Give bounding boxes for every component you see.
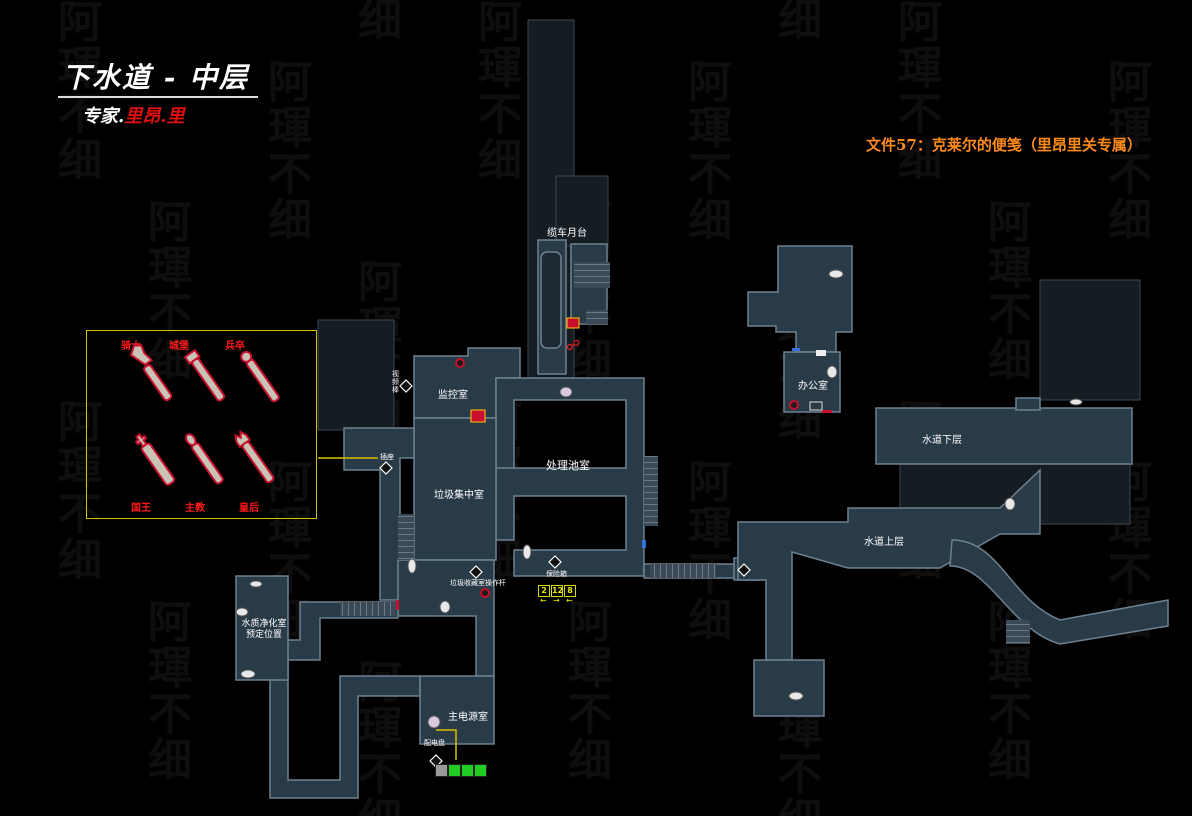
room-label-lower-water: 水道下层 xyxy=(922,435,962,446)
label-lever: 垃圾收藏室操作杆 xyxy=(450,579,506,587)
queen-plug-icon xyxy=(234,430,275,484)
lower-curve-channel xyxy=(949,539,1169,645)
red-ring-marker xyxy=(455,358,465,368)
south-channel-room xyxy=(753,659,825,717)
chess-label-king: 国王 xyxy=(131,503,151,514)
title-underline xyxy=(58,96,258,98)
box-marker xyxy=(809,401,823,411)
room-label-monitor: 监控室 xyxy=(438,390,468,401)
map-subtitle: 专家.里昂.里 xyxy=(82,102,185,128)
arrow-right-icon: → xyxy=(553,596,560,605)
red-arrow-marker: ☍ xyxy=(566,338,580,354)
loop-corridor xyxy=(269,601,421,799)
water-purify-room xyxy=(235,575,289,681)
item-icon[interactable] xyxy=(235,607,249,617)
red-box-marker xyxy=(470,409,486,423)
label-plug: 插座 xyxy=(380,453,394,461)
item-icon[interactable] xyxy=(240,669,256,679)
chess-plug-panel: 骑士 城堡 兵卒 国王 主教 皇后 xyxy=(86,330,317,519)
box-marker xyxy=(816,350,826,356)
red-ring-marker xyxy=(480,588,490,598)
map-title: 下水道 - 中层 xyxy=(62,61,250,94)
item-icon[interactable] xyxy=(439,600,451,614)
item-icon[interactable] xyxy=(828,269,844,279)
safe-code-digit: 8 xyxy=(564,585,576,597)
stairs-layer xyxy=(340,262,1030,644)
item-icon[interactable] xyxy=(249,580,263,588)
panel-switch-on xyxy=(448,764,461,777)
chess-label-pawn: 兵卒 xyxy=(225,341,245,352)
pawn-plug-icon xyxy=(240,350,280,403)
treatment-room xyxy=(495,377,645,577)
room-label-water-purify: 水质净化室 预定位置 xyxy=(241,619,287,640)
panel-leader-line xyxy=(436,729,457,760)
door-markers xyxy=(396,348,832,610)
rook-plug-icon xyxy=(183,348,226,402)
room-label-main-power: 主电源室 xyxy=(448,712,488,723)
upper-waterway xyxy=(737,468,1041,661)
document-note: 文件57：克莱尔的便笺（里昂里关专属） xyxy=(866,136,1142,154)
bishop-plug-icon xyxy=(185,433,224,485)
room-label-treatment: 处理池室 xyxy=(546,459,590,472)
room-label-garbage: 垃圾集中室 xyxy=(434,490,484,501)
safe-code-digit: 12 xyxy=(551,585,564,597)
room-label-cable-car: 缆车月台 xyxy=(547,228,587,239)
chess-label-bishop: 主教 xyxy=(185,503,205,514)
room-label-office: 办公室 xyxy=(798,381,828,392)
difficulty-label: 专家. xyxy=(82,106,125,127)
item-icon[interactable] xyxy=(407,558,417,574)
room-label-upper-water: 水道上层 xyxy=(864,537,904,548)
item-icon[interactable] xyxy=(559,386,573,398)
item-icon[interactable] xyxy=(522,544,532,560)
red-markers: ☍ xyxy=(455,317,826,598)
knight-plug-icon xyxy=(129,344,173,402)
arrow-left-icon: ← xyxy=(540,596,547,605)
panel-switch-on xyxy=(474,764,487,777)
item-icon[interactable] xyxy=(788,691,804,701)
chess-label-queen: 皇后 xyxy=(239,503,259,514)
label-panel: 配电盘 xyxy=(424,739,445,747)
item-icon[interactable] xyxy=(427,715,441,729)
panel-switch-off xyxy=(435,764,448,777)
red-box-marker xyxy=(566,317,580,329)
safe-code-digit: 2 xyxy=(538,585,550,597)
label-safe: 保险箱 xyxy=(546,570,567,578)
arrow-left-icon: ← xyxy=(566,596,573,605)
item-icon[interactable] xyxy=(826,365,838,379)
office-upper xyxy=(747,245,853,353)
lower-waterway xyxy=(875,407,1133,465)
item-icons xyxy=(235,269,1083,729)
item-icon[interactable] xyxy=(1004,497,1016,511)
chess-pieces xyxy=(129,344,280,486)
chess-label-rook: 城堡 xyxy=(169,341,189,352)
red-ring-marker xyxy=(789,400,799,410)
label-valve: 视频棒 xyxy=(392,370,399,394)
scenario-label: 里昂.里 xyxy=(124,106,185,127)
panel-switch-on xyxy=(461,764,474,777)
main-power-room xyxy=(419,675,495,745)
king-plug-icon xyxy=(134,433,176,486)
item-icon[interactable] xyxy=(1069,398,1083,406)
chess-label-knight: 骑士 xyxy=(121,341,141,352)
rooms-layer xyxy=(235,239,1169,799)
garbage-room xyxy=(413,417,497,561)
